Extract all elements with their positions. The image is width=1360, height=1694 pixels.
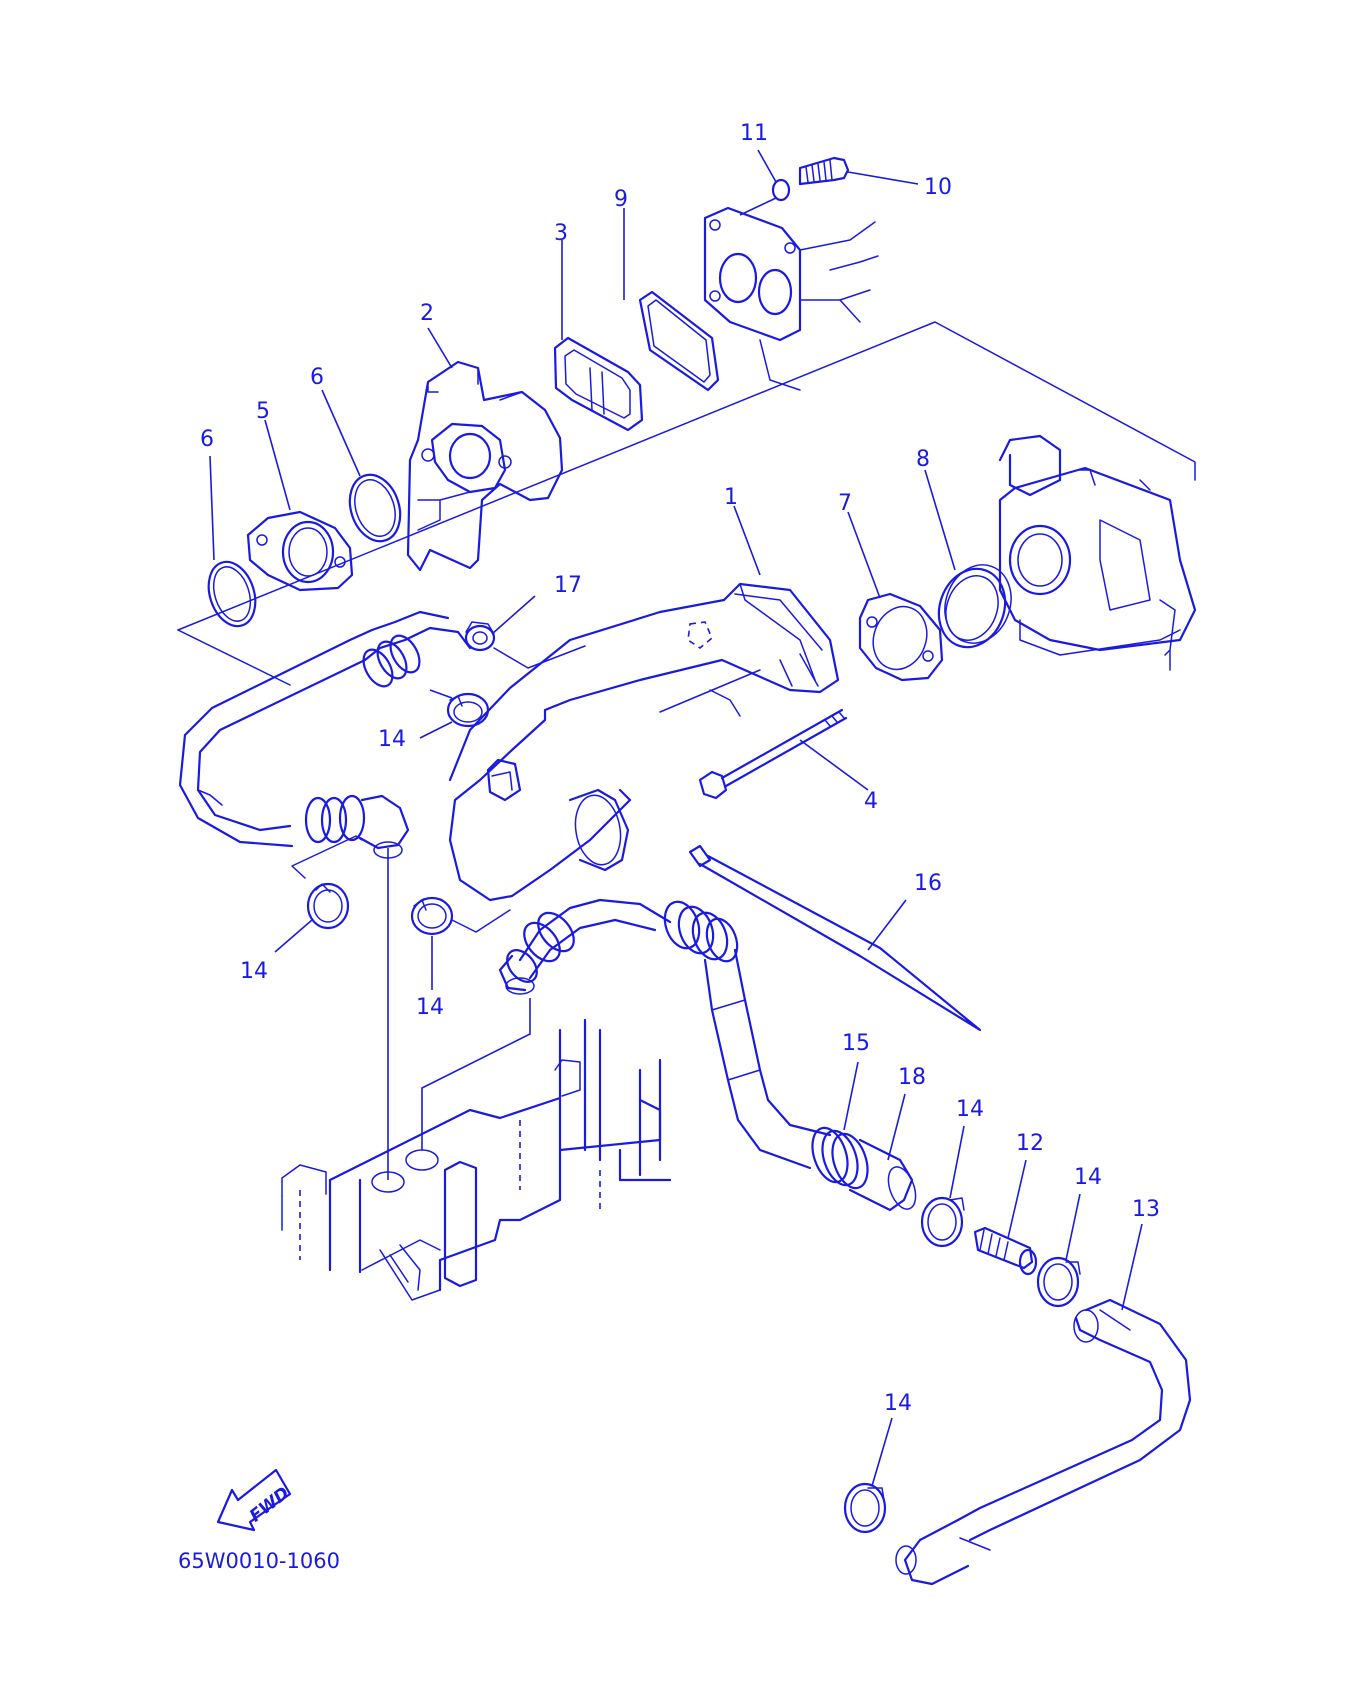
engine-block bbox=[281, 1018, 672, 1301]
callout-5: 5 bbox=[256, 399, 270, 424]
callout-9: 9 bbox=[614, 187, 628, 212]
callout-7: 7 bbox=[838, 491, 852, 516]
callout-10: 10 bbox=[924, 175, 952, 200]
callout-14-f: 14 bbox=[884, 1391, 912, 1416]
callout-14-c: 14 bbox=[416, 995, 444, 1020]
callout-16: 16 bbox=[914, 871, 942, 896]
intake-manifold-flange bbox=[703, 206, 879, 391]
gasket-9 bbox=[623, 208, 720, 392]
callout-13: 13 bbox=[1132, 1197, 1160, 1222]
joint-5 bbox=[246, 419, 354, 592]
o-ring-6-lower bbox=[207, 455, 257, 628]
silencer-1 bbox=[448, 505, 840, 902]
callout-17: 17 bbox=[554, 573, 582, 598]
callout-6-lower: 6 bbox=[200, 427, 214, 452]
seal-ring-8 bbox=[924, 469, 1012, 649]
grommet-17 bbox=[464, 595, 586, 669]
upper-left-hose bbox=[178, 610, 472, 859]
callout-6-upper: 6 bbox=[310, 365, 324, 390]
clamp-14-b bbox=[274, 835, 363, 953]
washer-11 bbox=[739, 149, 791, 216]
clamp-14-d bbox=[920, 1125, 965, 1248]
clamp-14-c bbox=[410, 896, 511, 990]
clamp-14-a bbox=[419, 689, 490, 739]
cable-tie-16 bbox=[688, 844, 982, 1032]
clamp-14-f bbox=[843, 1417, 893, 1534]
callout-14-b: 14 bbox=[240, 959, 268, 984]
callout-1: 1 bbox=[724, 485, 738, 510]
o-ring-6-upper bbox=[321, 389, 402, 543]
spacer-2 bbox=[406, 327, 564, 572]
callout-18: 18 bbox=[898, 1065, 926, 1090]
callout-14-e: 14 bbox=[1074, 1165, 1102, 1190]
fitting-12 bbox=[973, 1159, 1038, 1276]
callout-labels: 11 10 9 3 2 6 5 6 8 1 7 17 14 4 16 14 14… bbox=[200, 121, 1160, 1416]
gasket-7 bbox=[847, 511, 944, 682]
gasket-3 bbox=[553, 240, 644, 432]
fwd-arrow: FWD bbox=[216, 1468, 293, 1532]
callout-2: 2 bbox=[420, 301, 434, 326]
pipe-18 bbox=[848, 1093, 917, 1212]
reference-leaders bbox=[387, 848, 531, 1180]
callout-8: 8 bbox=[916, 447, 930, 472]
callout-11: 11 bbox=[740, 121, 768, 146]
bolt-4 bbox=[698, 708, 869, 800]
callout-14-d: 14 bbox=[956, 1097, 984, 1122]
callout-3: 3 bbox=[554, 221, 568, 246]
diagram-code: 65W0010-1060 bbox=[178, 1549, 340, 1573]
callout-15: 15 bbox=[842, 1031, 870, 1056]
lower-hose bbox=[498, 898, 832, 1170]
callout-4: 4 bbox=[864, 789, 878, 814]
bolt-10 bbox=[798, 156, 919, 186]
clamp-band-15 bbox=[811, 1061, 869, 1190]
callout-14-a: 14 bbox=[378, 727, 406, 752]
callout-12: 12 bbox=[1016, 1131, 1044, 1156]
clamp-14-e bbox=[1036, 1193, 1081, 1308]
hose-13 bbox=[895, 1223, 1192, 1586]
throttle-body bbox=[998, 434, 1197, 671]
assembly-group-frame bbox=[177, 321, 1196, 686]
